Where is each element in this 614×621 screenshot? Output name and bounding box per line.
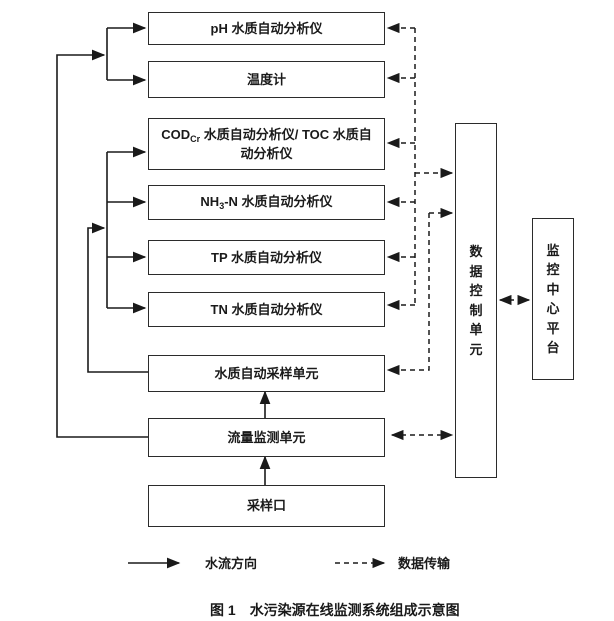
box-sampling-port: 采样口 [148, 485, 385, 527]
box-label: 流量监测单元 [227, 429, 306, 445]
box-label: 采样口 [246, 498, 286, 514]
box-label: TN 水质自动分析仪 [210, 301, 323, 317]
box-auto-sampling-unit: 水质自动采样单元 [148, 355, 385, 392]
box-label: pH 水质自动分析仪 [210, 20, 323, 36]
box-nh3n-analyzer: NH3-N 水质自动分析仪 [148, 185, 385, 220]
legend-data-transmission-label: 数据传输 [398, 556, 451, 571]
box-label: 温度计 [246, 71, 286, 87]
figure-number: 图 1 [210, 602, 236, 618]
figure-title: 水污染源在线监测系统组成示意图 [249, 602, 460, 618]
subscript: Cr [190, 133, 201, 144]
box-flow-monitoring-unit: 流量监测单元 [148, 418, 385, 457]
box-label: 数据控制单元 [469, 244, 483, 357]
box-label: CODCr 水质自动分析仪/ TOC 水质自动分析仪 [161, 126, 372, 161]
data-line-dcu-to-sampler [386, 213, 430, 376]
box-thermometer: 温度计 [148, 61, 385, 98]
flow-line-flowunit-to-phtemp-junction [56, 49, 148, 438]
subscript: 3 [219, 200, 225, 211]
box-label: NH3-N 水质自动分析仪 [200, 193, 333, 211]
box-tn-analyzer: TN 水质自动分析仪 [148, 292, 385, 327]
legend-flow-direction-label: 水流方向 [205, 556, 258, 571]
figure-caption: 图 1 水污染源在线监测系统组成示意图 [210, 600, 460, 620]
box-label: 水质自动采样单元 [214, 365, 319, 381]
flow-line-sampler-to-analyzer-junction [87, 222, 148, 373]
box-label: 监控中心平台 [546, 242, 560, 356]
box-tp-analyzer: TP 水质自动分析仪 [148, 240, 385, 275]
box-ph-analyzer: pH 水质自动分析仪 [148, 12, 385, 45]
box-monitoring-center-platform: 监控中心平台 [532, 218, 574, 380]
box-label: TP 水质自动分析仪 [211, 249, 322, 265]
box-cod-toc-analyzer: CODCr 水质自动分析仪/ TOC 水质自动分析仪 [148, 118, 385, 170]
box-data-control-unit: 数据控制单元 [455, 123, 497, 478]
